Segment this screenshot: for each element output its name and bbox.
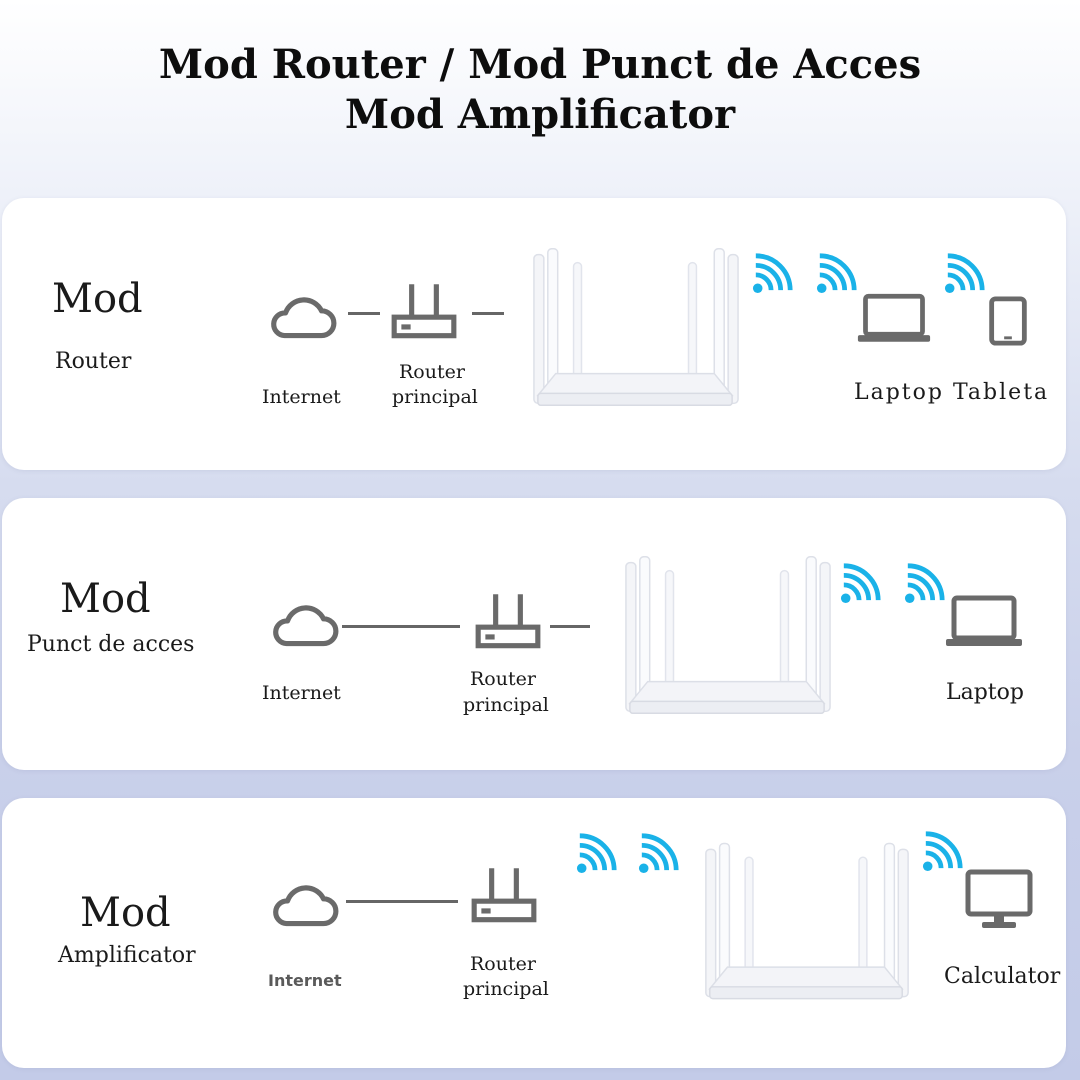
main-router-label-line1: Router <box>470 953 536 975</box>
wifi-icon <box>638 832 680 874</box>
connector-line <box>550 625 590 628</box>
mode-name: Punct de acces <box>27 632 195 657</box>
router-icon <box>472 590 544 652</box>
mode-name: Router <box>55 349 132 374</box>
router-icon <box>468 864 540 926</box>
mesh-router-image <box>698 842 914 1002</box>
mesh-router-image <box>618 556 836 716</box>
mesh-router-image <box>526 248 744 408</box>
main-router-label-line2: principal <box>463 694 549 716</box>
connector-line <box>348 312 380 315</box>
monitor-icon <box>964 868 1034 932</box>
devices-label: Laptop Tableta <box>854 380 1050 405</box>
devices-label: Calculator <box>944 964 1061 989</box>
wifi-icon <box>752 252 794 294</box>
panel-router-mode: Mod Router Internet Router principal Lap… <box>2 198 1066 470</box>
internet-label: Internet <box>262 386 341 408</box>
main-router-label-line2: principal <box>463 978 549 1000</box>
internet-label: Internet <box>262 682 341 704</box>
cloud-icon <box>268 598 340 650</box>
cloud-icon <box>268 878 340 930</box>
wifi-icon <box>840 562 882 604</box>
connector-line <box>472 312 504 315</box>
wifi-icon <box>904 562 946 604</box>
mode-word: Mod <box>52 276 143 322</box>
tablet-icon <box>988 296 1028 346</box>
wifi-icon <box>816 252 858 294</box>
cloud-icon <box>266 290 338 342</box>
panel-access-point-mode: Mod Punct de acces Internet Router princ… <box>2 498 1066 770</box>
router-icon <box>388 280 460 342</box>
laptop-icon <box>856 292 932 346</box>
main-router-label-line1: Router <box>470 668 536 690</box>
mode-name: Amplificator <box>58 943 196 968</box>
internet-label: Internet <box>268 971 342 990</box>
main-router-label-line1: Router <box>399 361 465 383</box>
title-line-1: Mod Router / Mod Punct de Acces <box>158 41 922 88</box>
mode-word: Mod <box>60 576 151 622</box>
panel-extender-mode: Mod Amplificator Internet Router princip… <box>2 798 1066 1068</box>
main-router-label-line2: principal <box>392 386 478 408</box>
title-line-2: Mod Amplificator <box>344 91 736 138</box>
connector-line <box>346 900 458 903</box>
laptop-icon <box>944 594 1024 650</box>
connector-line <box>342 625 460 628</box>
mode-word: Mod <box>80 890 171 936</box>
devices-label: Laptop <box>946 680 1024 705</box>
wifi-icon <box>576 832 618 874</box>
wifi-icon <box>922 830 964 872</box>
wifi-icon <box>944 252 986 294</box>
